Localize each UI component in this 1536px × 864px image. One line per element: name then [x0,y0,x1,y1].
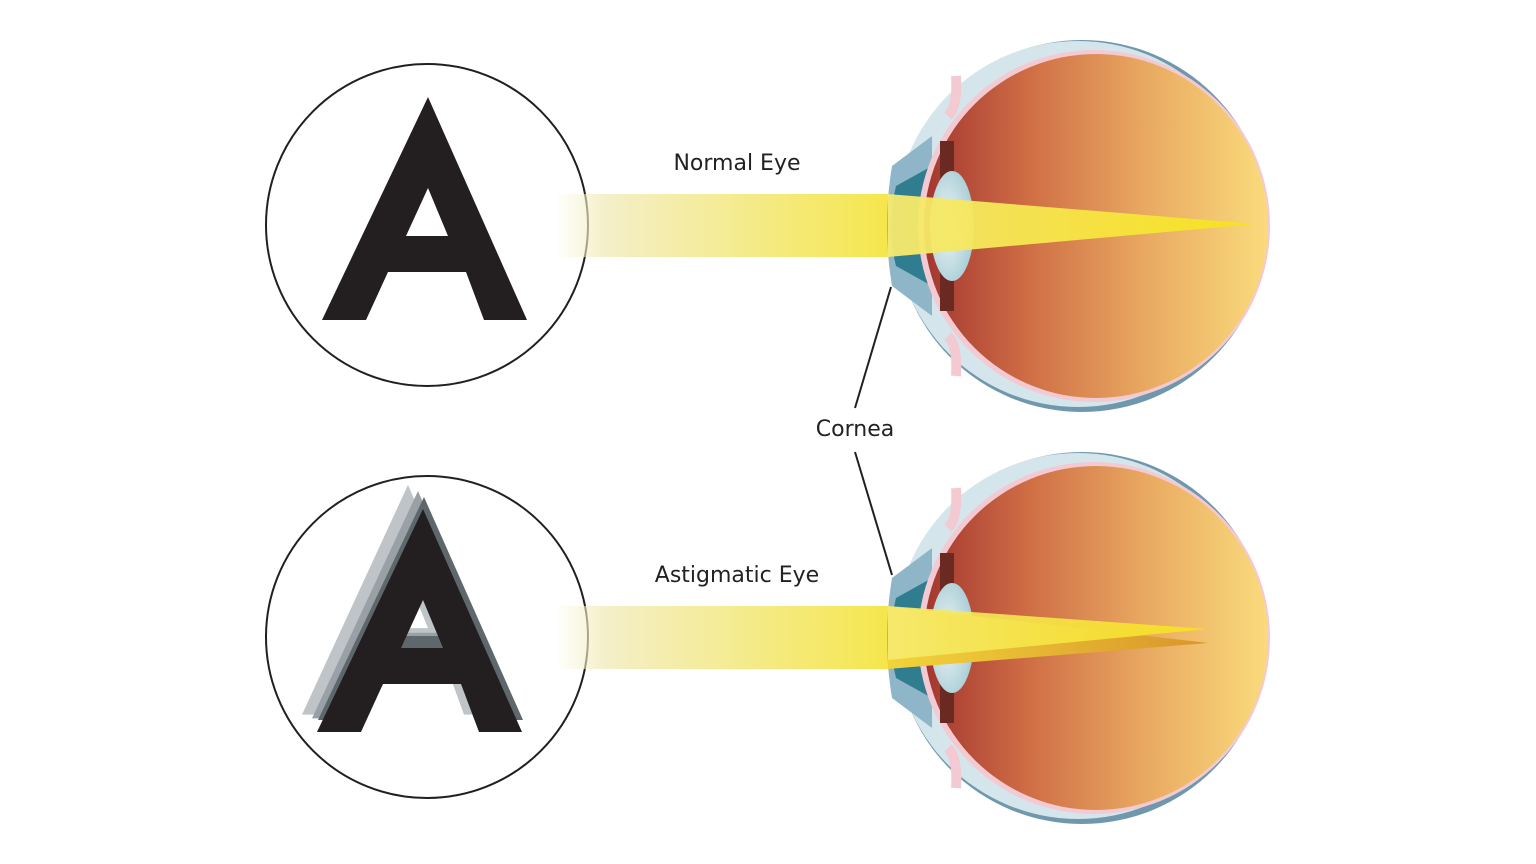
first-focus-beam [888,606,1208,660]
normal-eye-panel: Normal Eye [265,40,1270,412]
light-beam [555,194,895,257]
astigmatic-eye-label: Astigmatic Eye [655,563,819,588]
cornea-pointer [854,286,892,409]
normal-eye-label: Normal Eye [673,151,800,176]
light-beam [555,606,895,669]
astigmatic-eye-panel: Astigmatic Eye [265,452,1270,824]
cornea-label: Cornea [816,417,894,442]
focused-beam [888,194,1255,257]
cornea-pointer [854,451,893,576]
